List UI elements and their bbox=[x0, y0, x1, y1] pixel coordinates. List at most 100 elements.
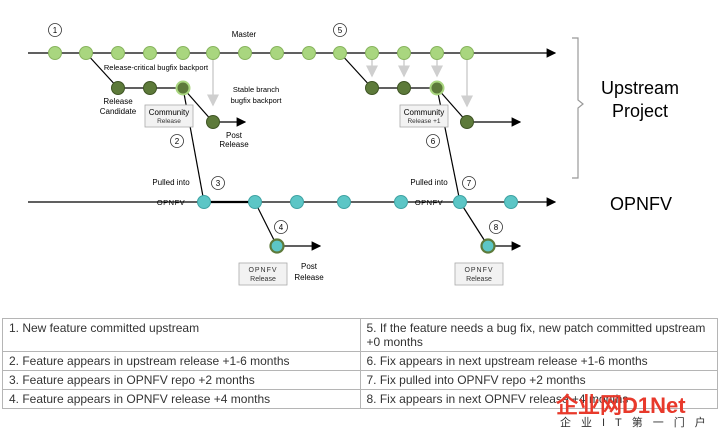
branch-connector-2 bbox=[339, 52, 373, 89]
opnfv-release-box-1 bbox=[238, 262, 288, 286]
pulled-into-b-label-2: OPNFV bbox=[415, 198, 443, 207]
step-marker-3 bbox=[211, 176, 225, 190]
post-release-label-2: Release bbox=[219, 140, 249, 149]
master-node bbox=[48, 46, 62, 60]
opnfv-node bbox=[197, 195, 211, 209]
step-label-1: 1 bbox=[53, 26, 58, 35]
opnfv-branch-connector-2 bbox=[459, 201, 489, 247]
legend-cell: 4. Feature appears in OPNFV release +4 m… bbox=[2, 389, 361, 409]
step-marker-7 bbox=[462, 176, 476, 190]
community-release-box-2-line-1: Community bbox=[404, 108, 444, 117]
master-node bbox=[79, 46, 93, 60]
legend-table: 1. New feature committed upstream 5. If … bbox=[2, 318, 718, 409]
master-node bbox=[460, 46, 474, 60]
community-release-box-2-line-2: Release +1 bbox=[407, 118, 440, 125]
branch-connector-1 bbox=[85, 52, 119, 89]
step-label-2: 2 bbox=[175, 137, 180, 146]
opnfv-release-box-2-line-2: Release bbox=[466, 276, 492, 283]
community-release-box-1-line-1: Community bbox=[149, 108, 189, 117]
pulled-into-label-1: Pulled into bbox=[152, 178, 190, 187]
step-marker-4 bbox=[274, 220, 288, 234]
community-release-box-1 bbox=[144, 104, 194, 128]
legend-cell: 2. Feature appears in upstream release +… bbox=[2, 351, 361, 371]
watermark-main-text: 企业网D1Net bbox=[556, 393, 686, 418]
master-node bbox=[270, 46, 284, 60]
master-node bbox=[333, 46, 347, 60]
upstream-project-label-2: Project bbox=[612, 101, 668, 121]
branch-node bbox=[111, 81, 125, 95]
master-node bbox=[365, 46, 379, 60]
community-release-node-1 bbox=[175, 80, 191, 96]
opnfv-node bbox=[290, 195, 304, 209]
step-markers: 1 2 3 4 5 6 7 8 bbox=[48, 23, 503, 234]
post-release-label-1: Post bbox=[226, 131, 243, 140]
opnfv-node bbox=[337, 195, 351, 209]
legend-cell: 5. If the feature needs a bug fix, new p… bbox=[359, 318, 718, 352]
branch-node bbox=[460, 115, 474, 129]
step-label-5: 5 bbox=[338, 26, 343, 35]
legend-cell: 8. Fix appears in next OPNFV release +4 … bbox=[359, 389, 718, 409]
stable-branch-label-1: Stable branch bbox=[233, 85, 279, 94]
opnfv-branch-connector-1 bbox=[254, 201, 278, 247]
step-marker-6 bbox=[426, 134, 440, 148]
branch-node bbox=[397, 81, 411, 95]
legend-row: 2. Feature appears in upstream release +… bbox=[2, 351, 718, 371]
legend-row: 1. New feature committed upstream 5. If … bbox=[2, 318, 718, 352]
opnfv-nodes bbox=[197, 195, 518, 209]
opnfv-node bbox=[394, 195, 408, 209]
rc-backport-label: Release-critical bugfix backport bbox=[104, 63, 209, 72]
upstream-project-label-1: Upstream bbox=[601, 78, 679, 98]
step-marker-1 bbox=[48, 23, 62, 37]
opnfv-node bbox=[504, 195, 518, 209]
post-release-opnfv-label-1: Post bbox=[301, 262, 318, 271]
post-release-opnfv-label-2: Release bbox=[294, 273, 324, 282]
master-node bbox=[430, 46, 444, 60]
opnfv-release-node-1 bbox=[269, 238, 285, 254]
master-nodes bbox=[48, 46, 474, 60]
step-label-4: 4 bbox=[279, 223, 284, 232]
legend-row: 4. Feature appears in OPNFV release +4 m… bbox=[2, 389, 718, 409]
pulled-into-label-2: OPNFV bbox=[157, 198, 185, 207]
opnfv-release-box-1-line-1: OPNFV bbox=[248, 267, 277, 274]
upstream-bracket bbox=[572, 37, 584, 179]
step-label-8: 8 bbox=[494, 223, 499, 232]
legend-cell: 3. Feature appears in OPNFV repo +2 mont… bbox=[2, 370, 361, 390]
master-node bbox=[143, 46, 157, 60]
community-release-node-2 bbox=[429, 80, 445, 96]
community-release-box-1-line-2: Release bbox=[157, 118, 181, 125]
branch-nodes bbox=[111, 81, 474, 129]
pulled-into-b-label-1: Pulled into bbox=[410, 178, 448, 187]
release-candidate-label-2: Candidate bbox=[100, 107, 137, 116]
opnfv-release-box-2-line-1: OPNFV bbox=[464, 267, 493, 274]
stable-branch-label-2: bugfix backport bbox=[231, 96, 283, 105]
opnfv-node bbox=[453, 195, 467, 209]
branch-node bbox=[365, 81, 379, 95]
legend-cell: 1. New feature committed upstream bbox=[2, 318, 361, 352]
step-marker-5 bbox=[333, 23, 347, 37]
master-node bbox=[238, 46, 252, 60]
community-release-box-2 bbox=[399, 104, 449, 128]
legend-row: 3. Feature appears in OPNFV repo +2 mont… bbox=[2, 370, 718, 390]
step-label-3: 3 bbox=[216, 179, 221, 188]
post-release-connector-1 bbox=[182, 87, 214, 123]
opnfv-label: OPNFV bbox=[610, 194, 672, 214]
branch-node bbox=[143, 81, 157, 95]
step-marker-8 bbox=[489, 220, 503, 234]
opnfv-release-box-1-line-2: Release bbox=[250, 276, 276, 283]
master-label: Master bbox=[232, 30, 257, 39]
opnfv-release-node-2 bbox=[480, 238, 496, 254]
step-label-6: 6 bbox=[431, 137, 436, 146]
step-label-7: 7 bbox=[467, 179, 472, 188]
master-node bbox=[111, 46, 125, 60]
step-marker-2 bbox=[170, 134, 184, 148]
release-candidate-label-1: Release bbox=[103, 97, 133, 106]
release-flow-diagram: 1 2 3 4 5 6 7 8 Community Release Commun… bbox=[28, 23, 679, 286]
legend-cell: 6. Fix appears in next upstream release … bbox=[359, 351, 718, 371]
master-node bbox=[302, 46, 316, 60]
master-node bbox=[206, 46, 220, 60]
legend-cell: 7. Fix pulled into OPNFV repo +2 months bbox=[359, 370, 718, 390]
opnfv-release-box-2 bbox=[454, 262, 504, 286]
opnfv-node bbox=[248, 195, 262, 209]
post-release-connector-2 bbox=[436, 87, 468, 123]
master-node bbox=[397, 46, 411, 60]
